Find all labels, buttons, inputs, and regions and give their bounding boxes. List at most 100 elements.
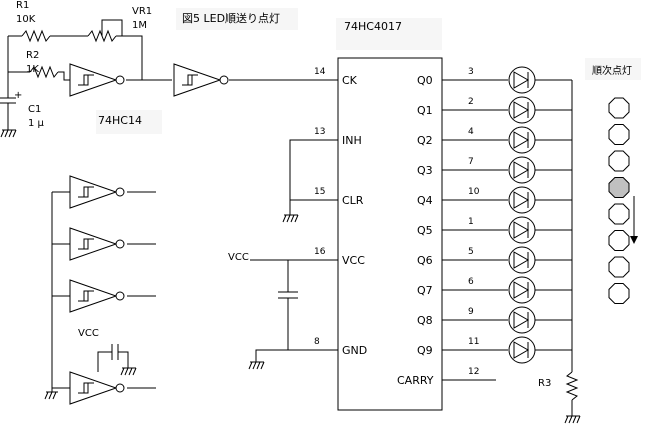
inverter-triangle [69,227,118,261]
inverter-spare-4 [69,371,125,405]
diagram-title: 図5 LED順送り点灯 [182,11,280,25]
sequence-indicator-off [608,256,630,278]
inverter-triangle [69,175,118,209]
gnd-bypass-hatch-3 [128,367,133,376]
r1-name: R1 [16,0,29,11]
sequence-arrow-head [630,236,638,244]
led-anode-triangle [513,191,530,209]
pin-name-ck: CK [342,74,358,87]
wire-bypass-vcc [97,351,112,372]
sequence-indicator-off [608,230,630,251]
led-q7 [442,276,572,304]
led-anode-triangle [513,251,530,269]
sequence-indicator-off [608,283,630,304]
gnd-c1-hatch-3 [8,129,13,138]
led-anode-triangle [513,221,530,239]
r2-resistor [29,65,59,79]
pin-number-q9: 11 [468,337,479,347]
pin-number-gnd: 8 [314,337,320,347]
sequence-indicator-lit [608,177,630,198]
gnd-bypass-hatch-2 [124,367,129,376]
gnd-spare-hatch-1 [44,391,49,400]
r2-name: R2 [26,50,39,61]
pin-name-q7: Q7 [417,284,433,297]
schmitt-symbol [184,74,198,86]
sequence-indicator-off [608,203,630,225]
inverter-bubble [115,291,125,301]
gnd-spare-hatch-2 [48,391,53,400]
wire-inh [289,139,338,200]
led-anode-triangle [513,341,530,359]
gnd-r3-hatch-4 [576,415,581,424]
inverter-spare-3 [69,279,125,313]
c1-name: C1 [28,104,41,115]
pin-name-q1: Q1 [417,104,433,117]
schmitt-symbol [80,74,94,86]
gnd-main-hatch-3 [256,361,261,370]
sequence-indicator-off [608,97,630,119]
pin-name-q0: Q0 [417,74,433,87]
r2-value: 1K [26,64,39,75]
c1-value: 1 μ [28,118,45,129]
gnd-bypass-hatch-4 [132,367,137,376]
pin-name-q4: Q4 [417,194,433,207]
inverter-triangle [69,279,118,313]
gnd-r3-hatch-3 [572,415,577,424]
gnd-c1-hatch-2 [4,129,9,138]
gnd-inh-hatch-1 [282,214,287,223]
pin-name-vcc: VCC [342,254,365,267]
schmitt-symbol [80,290,94,302]
r1-resistor [21,29,51,43]
pin-number-ck: 14 [314,67,326,77]
pin-number-q4: 10 [468,187,480,197]
inverter-bubble [115,383,125,393]
led-anode-triangle [513,281,530,299]
gnd-main-hatch-2 [252,361,257,370]
vr1-value: 1M [132,20,147,31]
wire-gnd [255,349,338,362]
pin-name-carry: CARRY [397,374,434,387]
r3-resistor [565,371,579,401]
pin-name-q5: Q5 [417,224,433,237]
inverter-triangle [173,63,222,97]
inverter-bubble [115,187,125,197]
gnd-main-hatch-1 [248,361,253,370]
gnd-inh-hatch-2 [286,214,291,223]
pin-number-vcc: 16 [314,247,326,257]
capacitor-plus-sign: + [14,90,22,101]
sequence-indicator-group [608,97,630,304]
vcc-label-bypass: VCC [78,328,99,339]
led-q4 [442,186,572,214]
inverter-spare-1 [69,175,125,209]
led-q1 [442,96,572,124]
gnd-spare-hatch-3 [52,391,57,400]
led-q9 [442,336,572,364]
pin-number-q2: 4 [468,127,474,137]
gnd-inh-hatch-4 [294,214,299,223]
wire-r2-to-inverter [58,71,70,81]
gnd-r3-hatch-2 [568,415,573,424]
led-q3 [442,156,572,184]
pin-number-q8: 9 [468,307,474,317]
pin-name-q3: Q3 [417,164,433,177]
inverter-bubble [115,239,125,249]
ic-74hc4017-body [337,57,443,411]
led-q2 [442,126,572,154]
gnd-main-hatch-4 [260,361,265,370]
led-anode-triangle [513,101,530,119]
led-anode-triangle [513,311,530,329]
inverter-triangle [69,371,118,405]
inverter-triangle [69,63,118,97]
label-highlights [96,8,641,134]
pin-name-q2: Q2 [417,134,433,147]
led-anode-triangle [513,131,530,149]
pin-name-q8: Q8 [417,314,433,327]
pin-name-gnd: GND [342,344,367,357]
sequence-indicator-off [608,124,630,145]
pin-number-q3: 7 [468,157,474,167]
schmitt-symbol [80,382,94,394]
pin-name-clr: CLR [342,194,364,207]
gnd-c1-hatch-1 [0,129,5,138]
